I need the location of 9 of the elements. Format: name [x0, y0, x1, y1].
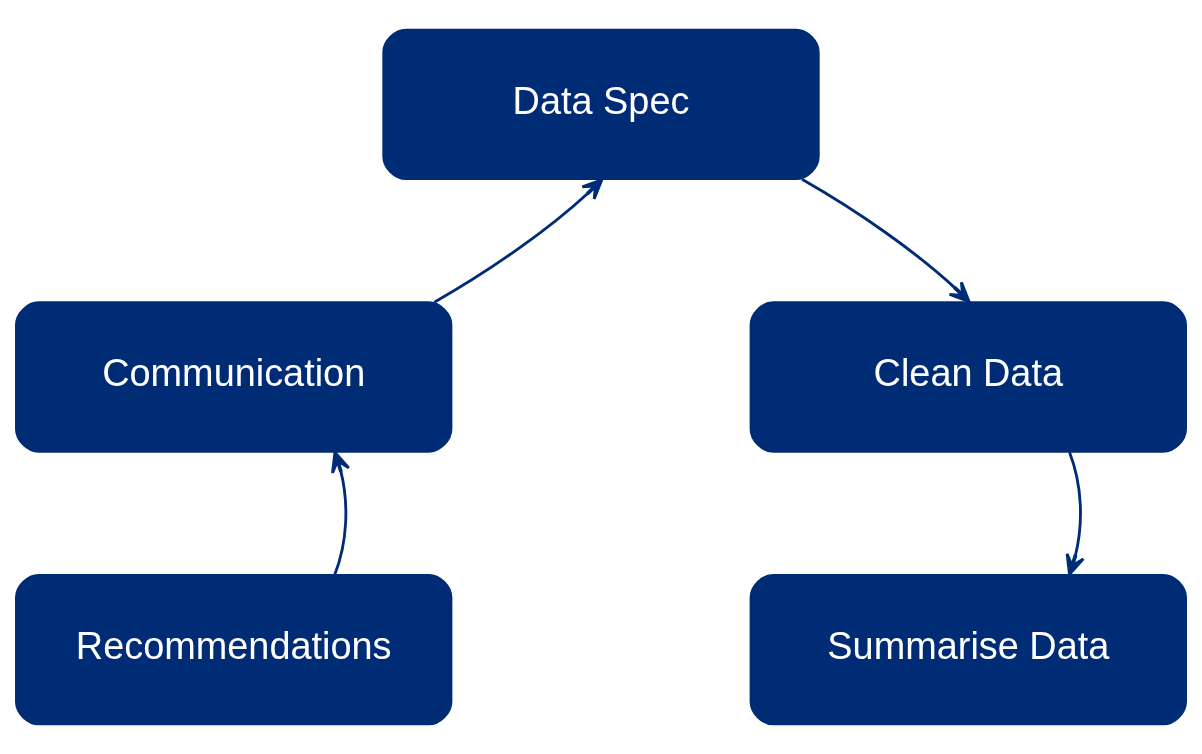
node-box: Clean Data	[749, 301, 1187, 453]
node-box: Communication	[15, 301, 453, 453]
arrow	[1065, 451, 1085, 576]
node-box: Recommendations	[15, 573, 453, 726]
node-box: Summarise Data	[749, 573, 1187, 726]
arrow	[331, 450, 351, 575]
arrow	[433, 178, 604, 304]
node-box: Data Spec	[382, 28, 820, 181]
arrow	[801, 178, 971, 303]
